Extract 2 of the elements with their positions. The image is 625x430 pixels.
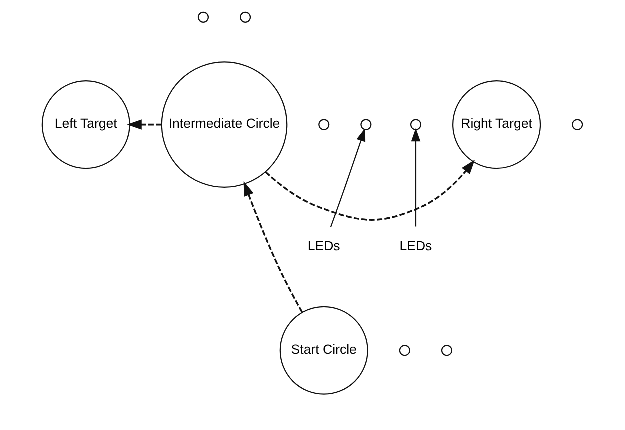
node-text: LEDs [400, 238, 432, 254]
node-text: LEDs [308, 238, 340, 254]
